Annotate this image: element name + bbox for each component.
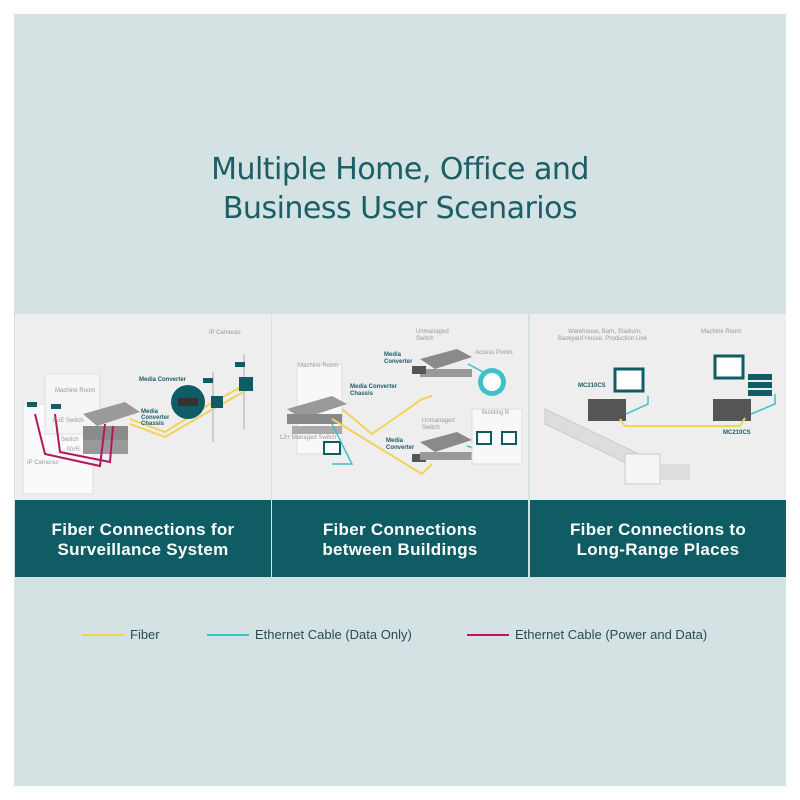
scenario-long-range: Warehouse, Barn, Stadium, Backyard House… bbox=[530, 314, 786, 577]
fiber-line-swatch bbox=[82, 633, 124, 636]
label: Machine Room bbox=[55, 388, 96, 394]
label: PoE Switch bbox=[53, 418, 84, 424]
label: MC210CS bbox=[723, 430, 751, 436]
label: Switch bbox=[416, 336, 434, 342]
ethernet-data-line-swatch bbox=[207, 633, 249, 636]
label: Backyard House, Production Line bbox=[558, 336, 648, 342]
legend-ethernet-power: Ethernet Cable (Power and Data) bbox=[467, 627, 707, 642]
label: Media bbox=[386, 438, 404, 444]
label: Warehouse, Barn, Stadium, bbox=[568, 329, 642, 335]
label: IP Cameras bbox=[27, 460, 59, 466]
label: Media bbox=[141, 409, 159, 415]
label: Chassis bbox=[350, 391, 374, 397]
label: Media Converter bbox=[350, 384, 398, 390]
ethernet-power-line-swatch bbox=[467, 633, 509, 636]
label: NVR bbox=[67, 447, 80, 453]
legend-ethernet-data: Ethernet Cable (Data Only) bbox=[207, 627, 412, 642]
label: Building B bbox=[482, 410, 510, 416]
label: Chassis bbox=[141, 421, 165, 427]
buildings-illustration bbox=[287, 349, 523, 476]
surveillance-illustration bbox=[22, 354, 253, 495]
label: L2+ Managed Switch bbox=[280, 435, 337, 441]
label: Converter bbox=[384, 359, 413, 365]
label: Media bbox=[384, 352, 402, 358]
label: Unmanaged bbox=[422, 418, 455, 424]
label: Media Converter bbox=[139, 377, 187, 383]
label: Switch bbox=[422, 425, 440, 431]
scenario-buildings: Unmanaged Switch Media Converter Access … bbox=[272, 314, 528, 577]
scenario-surveillance: IP Cameras Machine Room Media Converter … bbox=[15, 314, 271, 577]
label: Switch bbox=[61, 437, 79, 443]
label: Converter bbox=[141, 415, 170, 421]
legend-fiber: Fiber bbox=[82, 627, 160, 642]
label: Access Points bbox=[475, 350, 513, 356]
label: IP Cameras bbox=[209, 330, 241, 336]
label: MC210CS bbox=[578, 383, 606, 389]
label: Machine Room bbox=[701, 329, 742, 335]
label: Machine Room bbox=[298, 363, 339, 369]
label: Unmanaged bbox=[416, 329, 449, 335]
label: Converter bbox=[386, 445, 415, 451]
long-range-illustration bbox=[544, 354, 776, 485]
